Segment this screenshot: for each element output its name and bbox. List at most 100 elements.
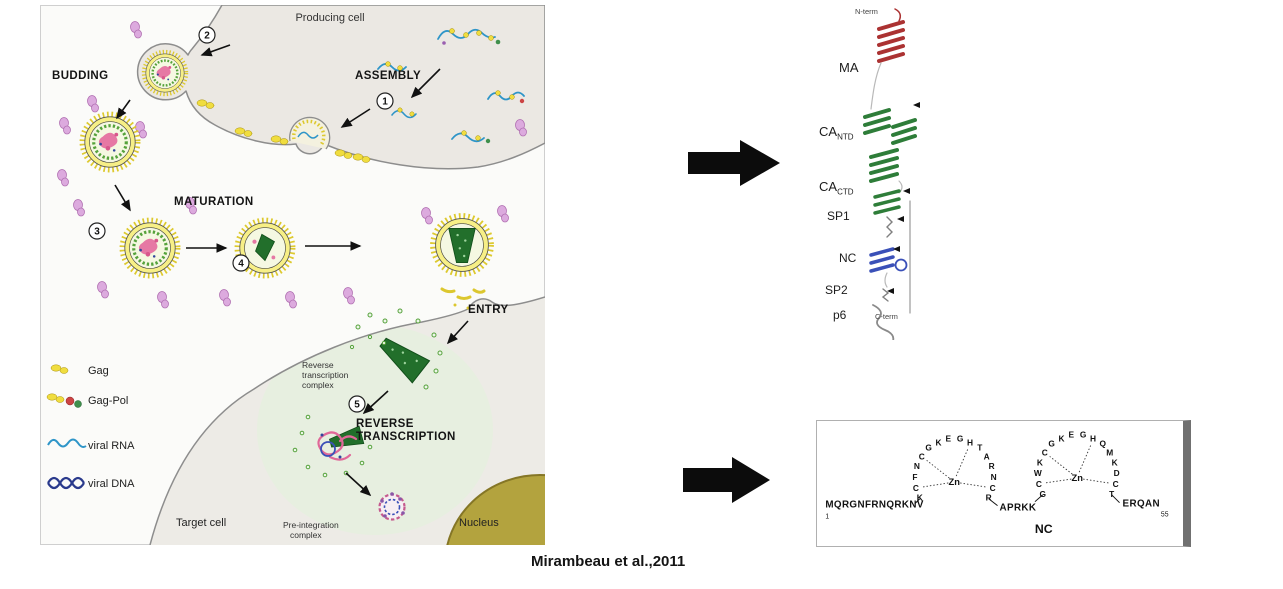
step-markers: 2 1 3 4 5 — [88, 26, 394, 413]
f1-letter: N — [914, 461, 920, 471]
f2-letter: W — [1034, 468, 1042, 478]
f1-letter: H — [967, 438, 973, 448]
budding-site — [289, 116, 331, 150]
nc-zinc-finger-drawing: K C F N C G K E G H T A R N C R Zn G — [825, 430, 1169, 536]
f2-letter: T — [1109, 489, 1115, 499]
entry-fusion — [440, 287, 486, 310]
sp1-ribbon — [886, 216, 893, 238]
ca-ctd-label: CACTD — [819, 179, 854, 197]
sp1-label: SP1 — [827, 209, 850, 223]
n-term-label: N-term — [855, 7, 878, 16]
nc-residue-55: 55 — [1161, 511, 1169, 518]
step-1: 1 — [382, 97, 388, 108]
f2-letter: H — [1090, 434, 1096, 444]
f2-letter: K — [1058, 434, 1064, 444]
f1-letter: T — [977, 443, 983, 453]
f2-letter: M — [1106, 447, 1113, 457]
arrow-to-nc — [683, 457, 770, 503]
dna-icon — [47, 476, 85, 490]
nc-title: NC — [1035, 522, 1053, 536]
citation: Mirambeau et al.,2011 — [531, 553, 686, 570]
f1-letter: G — [925, 443, 932, 453]
ca-ctd-ribbon — [873, 189, 901, 215]
zn-label-2: Zn — [1072, 473, 1084, 483]
legend-gagpol: Gag-Pol — [88, 395, 128, 407]
assembly-label: ASSEMBLY — [355, 70, 421, 82]
cleavage-arrows — [887, 102, 920, 294]
rt-complex-1 — [349, 308, 443, 390]
nc-seq-mid: APRKK — [1000, 503, 1037, 514]
ma-ribbon — [877, 20, 905, 63]
legend-gag: Gag — [88, 365, 109, 377]
target-cell-label: Target cell — [176, 517, 226, 529]
f2-letter: C — [1113, 479, 1119, 489]
f1-letter: G — [957, 434, 964, 444]
flow-arrows — [114, 44, 469, 497]
ca-ntd-ribbon — [863, 108, 917, 183]
nc-domain-label: NC — [839, 251, 857, 265]
f1-letter: C — [913, 483, 919, 493]
legend-dna: viral DNA — [88, 478, 135, 490]
legend: Gag Gag-Pol viral RNA viral DNA — [46, 364, 135, 490]
f1-letter: C — [919, 451, 925, 461]
f2-letter: E — [1069, 430, 1075, 440]
f2-letter: K — [1037, 457, 1043, 467]
nc-zinc-finger-panel: K C F N C G K E G H T A R N C R Zn G — [816, 420, 1191, 547]
p6-label: p6 — [833, 308, 847, 322]
reverse-transcription-label-1: REVERSE — [356, 418, 414, 430]
f1-letter: F — [912, 472, 917, 482]
f2-letter: G — [1080, 430, 1087, 440]
budding-label: BUDDING — [52, 70, 108, 82]
legend-rna: viral RNA — [88, 440, 135, 452]
pic-label-1: Pre-integration — [283, 520, 339, 530]
ma-label: MA — [839, 60, 859, 75]
pre-integration-complex — [378, 492, 406, 521]
rtc-label-1: Reverse — [302, 360, 334, 370]
assembly-complexes — [196, 28, 525, 163]
producing-cell-label: Producing cell — [295, 12, 364, 24]
f1-letter: K — [917, 493, 923, 503]
rna-icon — [47, 438, 87, 448]
f2-letter: G — [1040, 489, 1047, 499]
p6-ribbon — [872, 304, 895, 340]
nc-seq-left: MQRGNFRNQRKNV — [825, 500, 924, 511]
step-4: 4 — [238, 259, 244, 270]
nucleus-label: Nucleus — [459, 517, 499, 529]
f2-letter: G — [1048, 439, 1055, 449]
f1-letter: C — [990, 483, 996, 493]
f2-letter: C — [1042, 447, 1048, 457]
step-5: 5 — [354, 400, 360, 411]
rt-halo — [257, 325, 493, 535]
c-term-label: C-term — [875, 312, 898, 321]
f2-letter: K — [1112, 457, 1118, 467]
sp2-label: SP2 — [825, 283, 848, 297]
nucleus-shape — [444, 474, 545, 545]
target-cell-membrane — [149, 296, 545, 545]
nc-ribbon — [869, 247, 895, 273]
sp2-ribbon — [881, 288, 890, 302]
rtc-label-3: complex — [302, 380, 334, 390]
f1-letter: N — [991, 472, 997, 482]
f1-letter: R — [989, 461, 995, 471]
nc-residue-1: 1 — [825, 513, 829, 520]
f2-letter: D — [1114, 468, 1120, 478]
gag-structure-figure: N-term MA CANTD CACTD SP1 NC SP2 p6 C-te… — [815, 5, 945, 340]
f2-letter: Q — [1100, 439, 1107, 449]
hiv-lifecycle-diagram: 2 1 3 4 5 Producing cell BUDDING ASSEMBL… — [40, 5, 545, 545]
ca-ntd-label: CANTD — [819, 124, 854, 142]
reverse-transcription-label-2: TRANSCRIPTION — [356, 431, 456, 443]
f1-letter: A — [984, 451, 990, 461]
f1-letter: K — [935, 438, 941, 448]
entry-label: ENTRY — [468, 304, 509, 316]
f2-letter: C — [1036, 479, 1042, 489]
arrow-to-gag — [688, 140, 780, 186]
gag-ribbon-drawing — [863, 8, 920, 340]
f1-letter: E — [946, 434, 952, 444]
pic-label-2: complex — [290, 530, 322, 540]
step-3: 3 — [94, 227, 100, 238]
zn-label-1: Zn — [949, 477, 961, 487]
nc-seq-right: ERQAN — [1123, 499, 1160, 510]
rtc-label-2: transcription — [302, 370, 349, 380]
f1-letter: R — [986, 493, 992, 503]
